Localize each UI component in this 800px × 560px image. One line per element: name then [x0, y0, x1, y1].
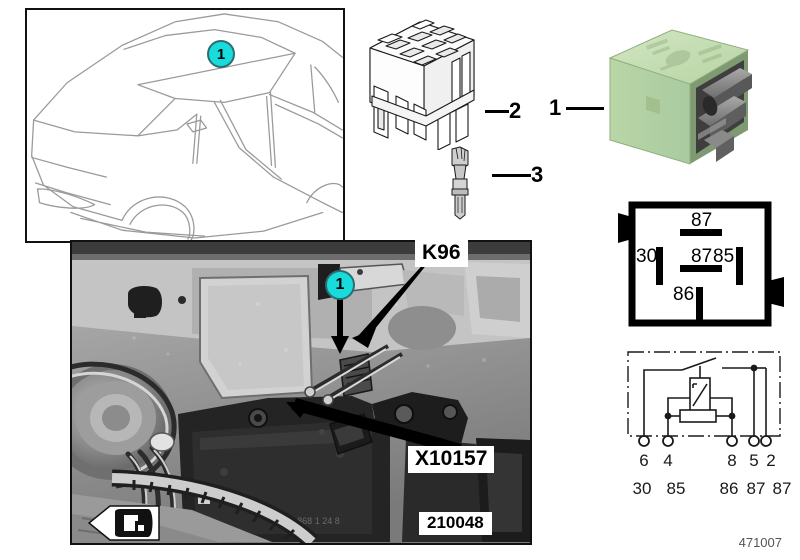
- relay-circuit-schematic: 6 4 8 5 2 30 85 86 87 87: [614, 344, 794, 499]
- blade-86: [696, 287, 703, 321]
- leader-line-3: [492, 174, 531, 177]
- pin-label-87-top: 87: [691, 210, 712, 231]
- item-number-3: 3: [531, 162, 544, 187]
- circuit-pin-5: 5: [749, 451, 758, 470]
- relay-pin-footprint-diagram: 87 30 87 85 86: [612, 197, 790, 330]
- blade-85: [736, 247, 743, 285]
- relay-photo: [598, 22, 788, 182]
- item-number-1: 1: [549, 95, 562, 120]
- vehicle-location-panel: [25, 8, 345, 243]
- pin-label-86: 86: [673, 284, 694, 305]
- drawing-number: 471007: [738, 535, 782, 550]
- circuit-pin-4: 4: [663, 451, 672, 470]
- vehicle-outline-drawing: [31, 13, 343, 241]
- circuit-terminal-87a: 87: [747, 479, 766, 498]
- circuit-terminal-86: 86: [720, 479, 739, 498]
- photo-number-label: 210048: [419, 512, 492, 535]
- callout-badge-1-vehicle: 1: [207, 40, 235, 68]
- circuit-pin-2: 2: [766, 451, 775, 470]
- leader-line-1: [566, 107, 604, 110]
- blade-87-top: [680, 229, 722, 236]
- circuit-terminal-30: 30: [633, 479, 652, 498]
- terminal-pin-illustration: [430, 145, 490, 220]
- circuit-pin-6: 6: [639, 451, 648, 470]
- svg-text:AL 868 1 24 8: AL 868 1 24 8: [284, 516, 340, 526]
- blade-87-middle: [680, 265, 722, 272]
- circuit-terminal-87b: 87: [773, 479, 792, 498]
- callout-badge-1-photo: 1: [325, 270, 355, 300]
- connector-label-x10157: X10157: [408, 446, 495, 474]
- circuit-terminal-85: 85: [667, 479, 686, 498]
- pin-label-30: 30: [636, 246, 657, 267]
- item-number-2: 2: [509, 98, 522, 123]
- pin-label-87-middle: 87: [691, 246, 712, 267]
- leader-line-2: [485, 110, 509, 113]
- blade-30: [656, 247, 663, 285]
- circuit-pin-8: 8: [727, 451, 736, 470]
- component-label-k96: K96: [415, 240, 468, 268]
- pin-label-85: 85: [713, 246, 734, 267]
- relay-socket-illustration: [352, 10, 492, 150]
- installation-photo: AL 868 1 24 8: [70, 240, 532, 545]
- direction-of-travel-icon: [88, 505, 160, 541]
